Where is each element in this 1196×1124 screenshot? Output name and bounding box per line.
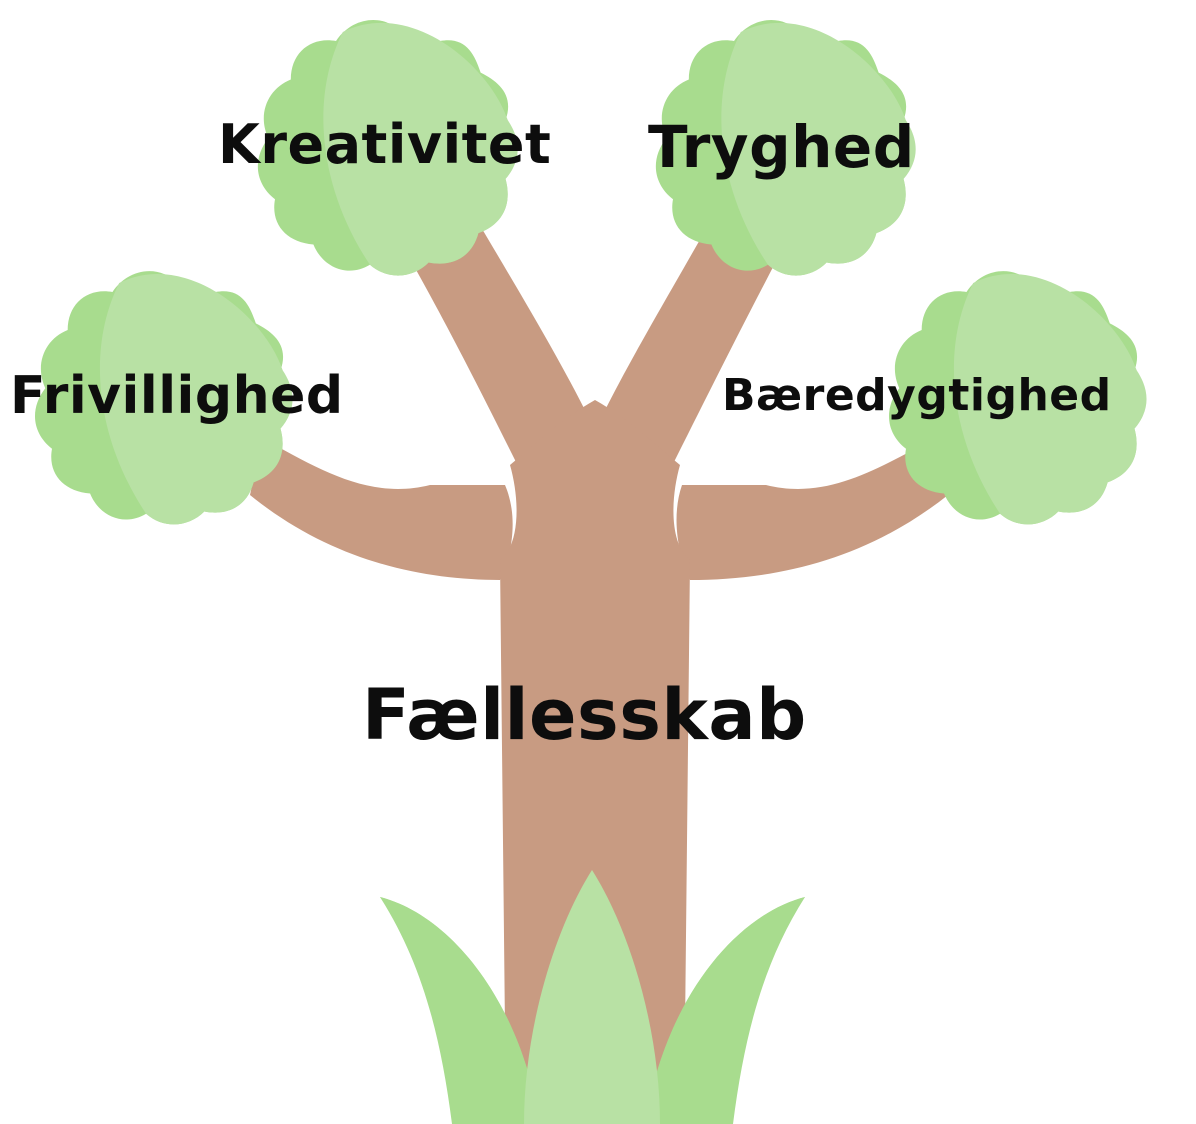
label-tryghed: Tryghed xyxy=(648,118,915,176)
label-frivillighed: Frivillighed xyxy=(10,370,344,422)
branch-left xyxy=(250,438,513,580)
label-baeredygtighed: Bæredygtighed xyxy=(722,374,1112,418)
label-faellesskab: Fællesskab xyxy=(362,680,807,750)
label-kreativitet: Kreativitet xyxy=(218,118,551,172)
grass xyxy=(380,870,805,1124)
